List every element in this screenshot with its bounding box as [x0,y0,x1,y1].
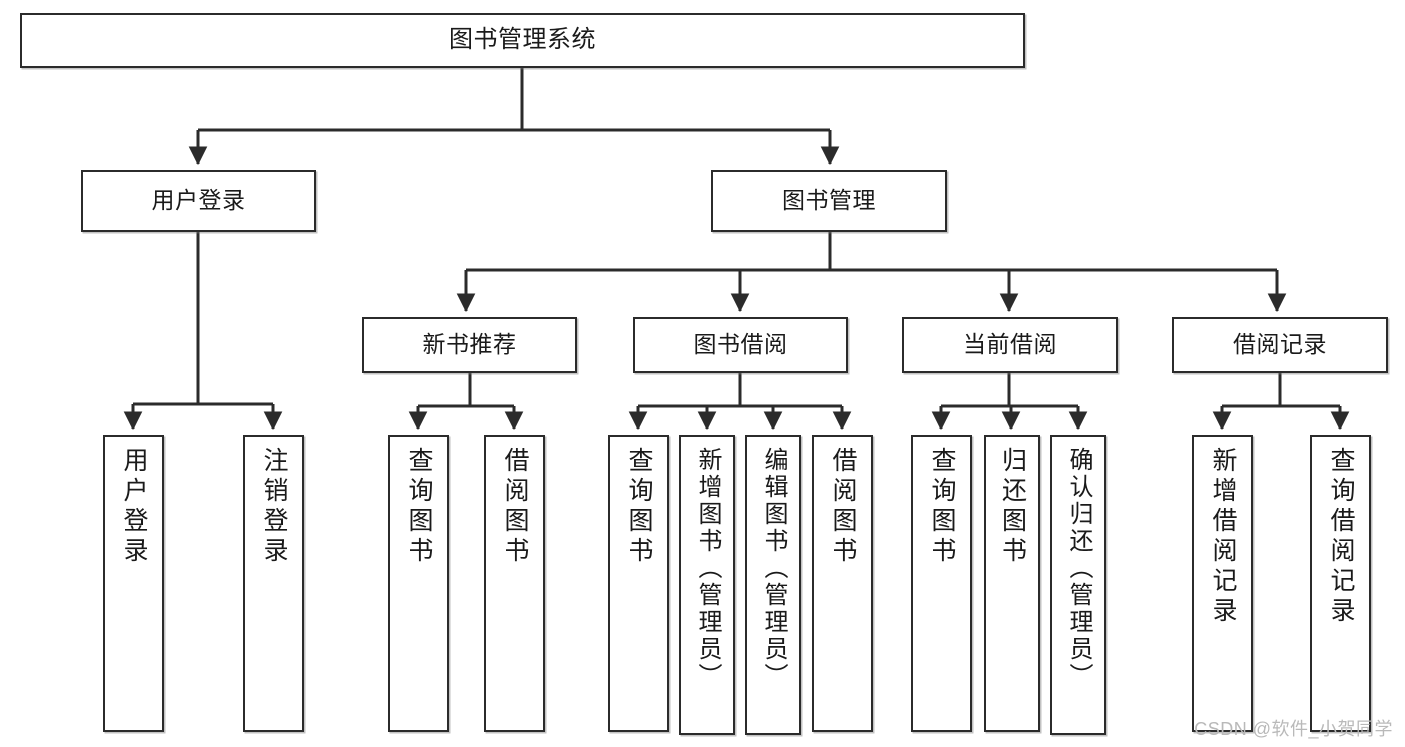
node-leaf-confirm-return-admin-label: 确认归还（管理员） [1065,447,1092,690]
node-leaf-user-login[interactable]: 用户登录 [103,435,164,732]
node-new-book-recommend[interactable]: 新书推荐 [362,317,577,373]
node-leaf-logout[interactable]: 注销登录 [243,435,304,732]
node-leaf-borrow-book-rec[interactable]: 借阅图书 [484,435,545,732]
node-book-borrow[interactable]: 图书借阅 [633,317,848,373]
node-borrow-record-label: 借阅记录 [1233,331,1327,358]
node-leaf-query-borrow-record[interactable]: 查询借阅记录 [1310,435,1371,732]
node-leaf-query-book-rec-label: 查询图书 [405,447,433,567]
edge-borrow-record-to-leaves [1212,373,1350,431]
node-borrow-record[interactable]: 借阅记录 [1172,317,1388,373]
node-leaf-query-borrow-record-label: 查询借阅记录 [1327,447,1355,627]
node-leaf-borrow-book-rec-label: 借阅图书 [501,447,529,567]
node-leaf-user-login-label: 用户登录 [120,447,148,567]
edge-root-to-level2 [188,68,840,166]
node-leaf-add-book-admin[interactable]: 新增图书（管理员） [679,435,735,735]
node-new-book-recommend-label: 新书推荐 [422,331,517,358]
node-leaf-add-book-admin-label: 新增图书（管理员） [694,447,721,690]
node-leaf-edit-book-admin-label: 编辑图书（管理员） [760,447,787,690]
edge-user-login-to-leaves [123,232,283,431]
node-leaf-logout-label: 注销登录 [260,447,288,567]
node-current-borrow[interactable]: 当前借阅 [902,317,1118,373]
node-leaf-edit-book-admin[interactable]: 编辑图书（管理员） [745,435,801,735]
node-user-login-label: 用户登录 [151,187,246,214]
node-leaf-query-book-cur[interactable]: 查询图书 [911,435,972,732]
node-leaf-confirm-return-admin[interactable]: 确认归还（管理员） [1050,435,1106,735]
node-leaf-borrow-book[interactable]: 借阅图书 [812,435,873,732]
node-root-label: 图书管理系统 [449,26,596,54]
node-leaf-query-book-cur-label: 查询图书 [928,447,956,567]
node-leaf-return-book[interactable]: 归还图书 [984,435,1040,732]
node-user-login[interactable]: 用户登录 [81,170,316,232]
edge-new-book-recommend-to-leaves [408,373,524,431]
node-leaf-query-book-rec[interactable]: 查询图书 [388,435,449,732]
node-root[interactable]: 图书管理系统 [20,13,1025,68]
node-leaf-return-book-label: 归还图书 [998,447,1027,567]
node-leaf-add-borrow-record-label: 新增借阅记录 [1209,447,1237,627]
edge-book-borrow-to-leaves [628,373,852,431]
node-book-manage[interactable]: 图书管理 [711,170,947,232]
node-leaf-add-borrow-record[interactable]: 新增借阅记录 [1192,435,1253,732]
node-leaf-borrow-book-label: 借阅图书 [829,447,857,567]
watermark-text: CSDN @软件_小贺同学 [1194,719,1393,739]
node-current-borrow-label: 当前借阅 [963,331,1057,358]
edge-current-borrow-to-leaves [931,373,1088,431]
node-leaf-query-book-borrow-label: 查询图书 [625,447,653,567]
node-leaf-query-book-borrow[interactable]: 查询图书 [608,435,669,732]
edge-book-manage-to-level3 [456,232,1287,313]
node-book-manage-label: 图书管理 [782,187,876,214]
node-book-borrow-label: 图书借阅 [693,331,788,358]
